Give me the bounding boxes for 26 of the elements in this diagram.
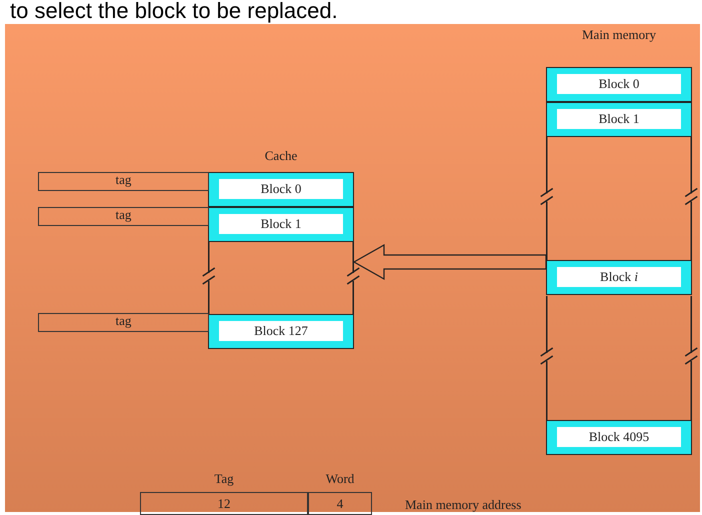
column-heading: Cache [264,150,298,162]
memory-block-row [546,102,692,137]
bit-count: 12 [216,496,232,512]
caption-text: to select the block to be replaced. [10,0,338,24]
memory-block-row [546,420,692,455]
memory-block-row [208,172,354,207]
memory-block-row [546,67,692,102]
block-label: Block i [557,267,681,287]
block-label: Block 1 [557,109,681,129]
field-heading: Word [324,471,356,487]
block-label: Block 1 [219,214,343,234]
memory-block-row [208,314,354,349]
block-label: Block 4095 [557,427,681,447]
block-label: Block 0 [219,179,343,199]
tag-field: tag [38,313,209,332]
column-heading: Main memory [580,29,657,41]
memory-block-row [208,207,354,242]
address-caption: Main memory address [405,497,522,513]
memory-block-row [546,260,692,295]
bit-count: 4 [336,496,344,512]
tag-field: tag [38,172,209,191]
block-label: Block 0 [557,74,681,94]
block-label: Block 127 [219,321,343,341]
field-heading: Tag [213,471,235,487]
hollow-arrow [352,244,547,280]
tag-field: tag [38,207,209,226]
